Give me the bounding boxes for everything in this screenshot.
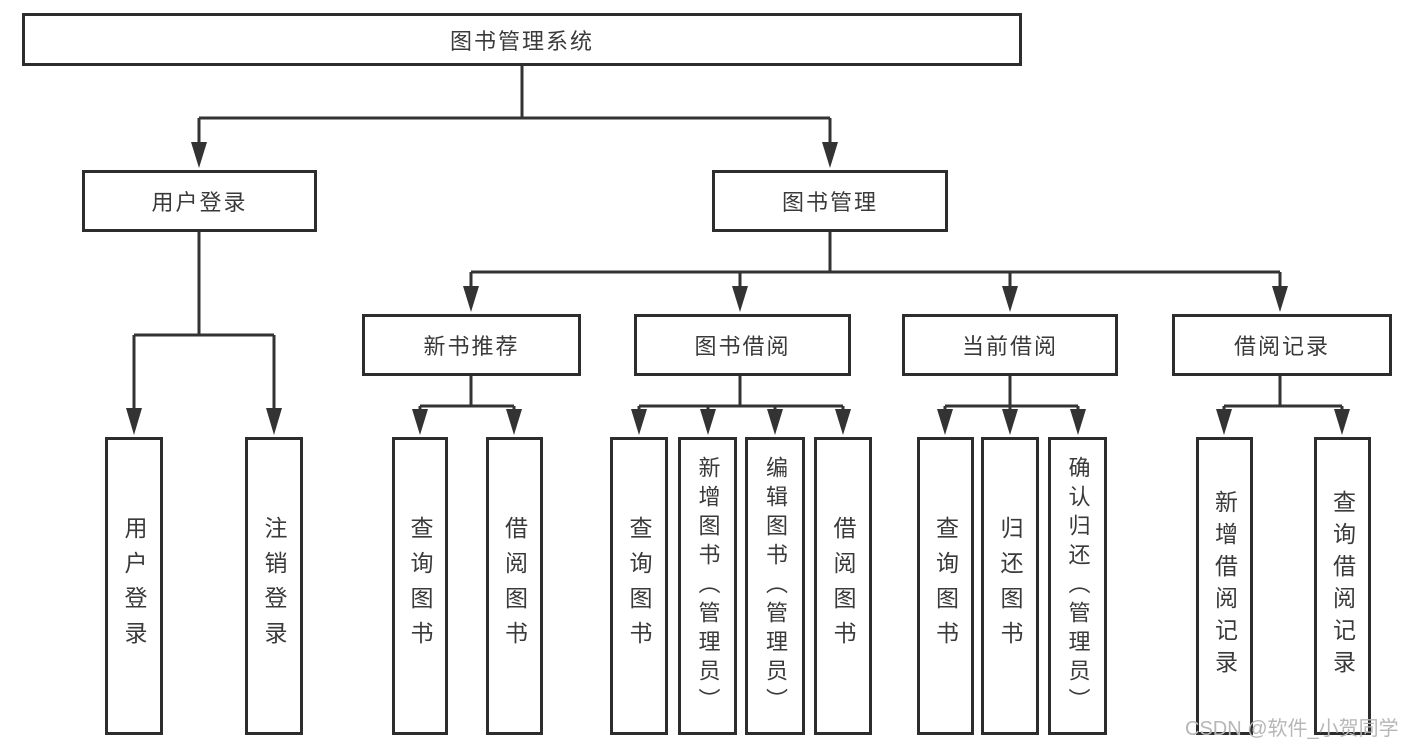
connector-line: [197, 66, 832, 144]
connector-line: [1222, 376, 1344, 411]
connector-book-management-children: [463, 232, 1288, 312]
arrowhead: [412, 409, 428, 435]
arrowhead: [266, 408, 282, 435]
connector-user-login-children: [126, 232, 282, 435]
connector-line: [132, 232, 276, 410]
node-label: 图书管理: [781, 190, 878, 215]
leaf-borrow-books-newbook: 借阅图书: [486, 437, 543, 735]
node-label: 查询图书: [932, 516, 959, 656]
connector-root-to-level2: [191, 66, 838, 168]
leaf-add-borrow-record: 新增借阅记录: [1196, 437, 1253, 735]
leaf-query-books-borrowing: 查询图书: [610, 437, 668, 735]
arrowhead: [631, 409, 647, 435]
connector-line: [637, 376, 845, 411]
node-label: 注销登录: [261, 516, 287, 656]
arrowhead: [732, 286, 748, 312]
arrowhead: [126, 408, 142, 435]
leaf-logout: 注销登录: [245, 437, 303, 735]
arrowhead: [1334, 409, 1350, 435]
node-label: 查询借阅记录: [1329, 490, 1356, 682]
node-label: 新增借阅记录: [1211, 490, 1238, 682]
connector-new-book-children: [412, 376, 522, 435]
node-book-borrowing: 图书借阅: [634, 314, 851, 376]
node-label: 借阅图书: [501, 516, 528, 656]
arrowhead: [1216, 409, 1232, 435]
leaf-add-book-admin: 新增图书（管理员）: [678, 437, 737, 735]
node-label: 当前借阅: [961, 334, 1058, 359]
leaf-query-borrow-record: 查询借阅记录: [1314, 437, 1371, 735]
arrowhead: [506, 409, 522, 435]
node-library-system: 图书管理系统: [22, 13, 1022, 66]
node-user-login: 用户登录: [82, 170, 317, 232]
node-label: 图书管理系统: [449, 28, 594, 54]
leaf-user-login: 用户登录: [105, 437, 163, 735]
arrowhead: [1002, 286, 1018, 312]
node-label: 用户登录: [151, 190, 248, 215]
node-label: 查询图书: [407, 516, 433, 656]
arrowhead: [767, 409, 783, 435]
node-label: 借阅图书: [830, 516, 856, 656]
leaf-borrow-books-borrowing: 借阅图书: [814, 437, 872, 735]
node-label: 新书推荐: [423, 334, 520, 359]
node-current-borrowing: 当前借阅: [902, 314, 1118, 376]
connector-borrowing-records-children: [1216, 376, 1350, 435]
node-label: 编辑图书（管理员）: [763, 455, 788, 717]
arrowhead: [835, 409, 851, 435]
leaf-edit-book-admin: 编辑图书（管理员）: [745, 437, 805, 735]
arrowhead: [191, 142, 207, 168]
node-book-management: 图书管理: [712, 170, 948, 232]
arrowhead: [463, 286, 479, 312]
node-label: 确认归还（管理员）: [1065, 455, 1091, 717]
node-borrowing-records: 借阅记录: [1172, 314, 1392, 376]
leaf-query-books-current: 查询图书: [917, 437, 974, 735]
node-label: 新增图书（管理员）: [695, 455, 721, 717]
leaf-query-books-newbook: 查询图书: [392, 437, 448, 735]
watermark: CSDN @软件_小贺同学: [1185, 718, 1399, 740]
node-label: 借阅记录: [1233, 334, 1330, 359]
leaf-confirm-return-admin: 确认归还（管理员）: [1048, 437, 1107, 735]
arrowhead: [700, 409, 716, 435]
connector-current-borrowing-children: [937, 376, 1086, 435]
arrowhead: [937, 409, 953, 435]
connector-line: [469, 232, 1282, 288]
arrowhead: [1272, 286, 1288, 312]
arrowhead: [1070, 409, 1086, 435]
node-label: 查询图书: [626, 516, 652, 656]
arrowhead: [1002, 409, 1018, 435]
arrowhead: [822, 142, 838, 168]
node-label: 用户登录: [121, 516, 147, 656]
connector-line: [943, 376, 1080, 411]
node-label: 图书借阅: [694, 334, 791, 359]
connector-book-borrowing-children: [631, 376, 851, 435]
connector-line: [418, 376, 516, 411]
leaf-return-book: 归还图书: [981, 437, 1039, 735]
node-label: 归还图书: [997, 516, 1023, 656]
node-new-book-recommend: 新书推荐: [362, 314, 581, 376]
